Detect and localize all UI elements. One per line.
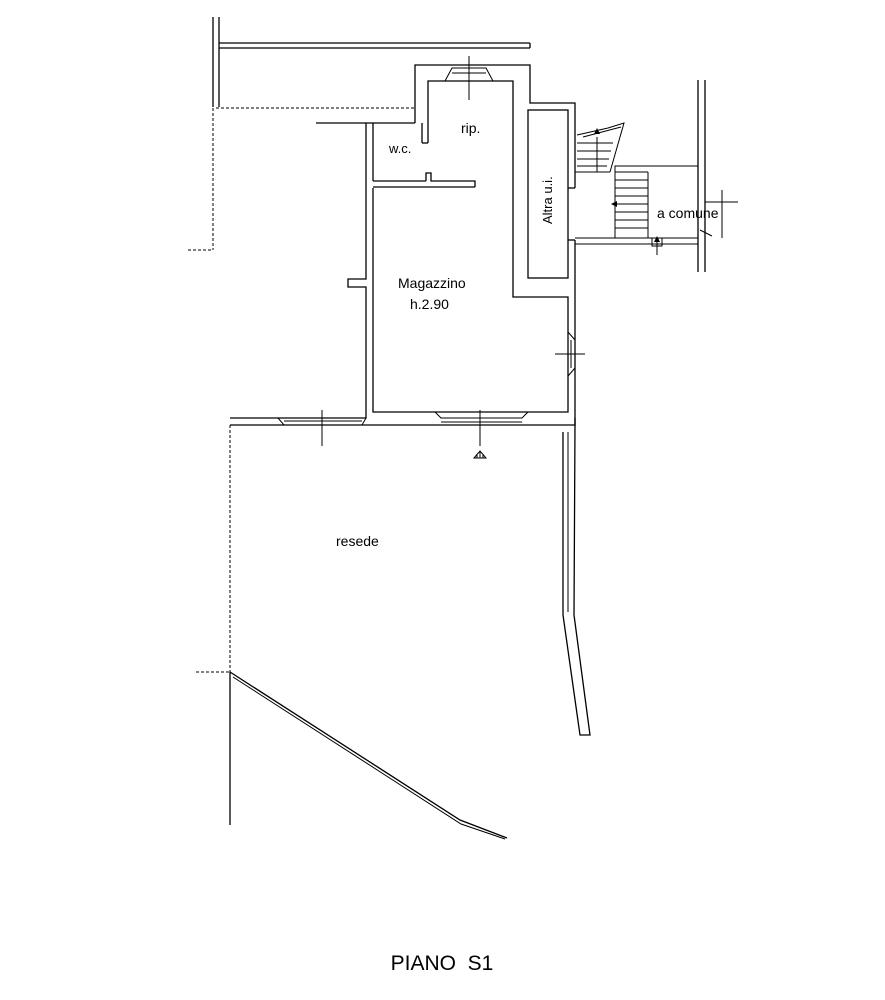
window-south-right [434,410,529,446]
neighbor-building-top [188,17,531,251]
staircase-upper [575,122,625,173]
room-label-magazzino: Magazzino [398,275,466,291]
neighbor-building-east [697,80,738,272]
room-label-rip: rip. [461,120,480,136]
room-label-wc: w.c. [388,141,411,156]
room-label-resede: resede [336,533,379,549]
entrance-marker-icon [472,450,488,459]
room-height: h.2.90 [410,296,449,312]
window-top [444,56,494,100]
window-south-left [277,410,367,446]
resede-boundary [196,424,591,840]
room-label-altra: Altra u.i. [540,176,555,224]
staircase-lower [575,165,699,255]
altra-ui-strip [527,109,575,279]
window-east [555,331,585,377]
building-walls [230,64,576,426]
floor-title: PIANO S1 [391,952,494,975]
room-label-comune: a comune [657,205,719,221]
